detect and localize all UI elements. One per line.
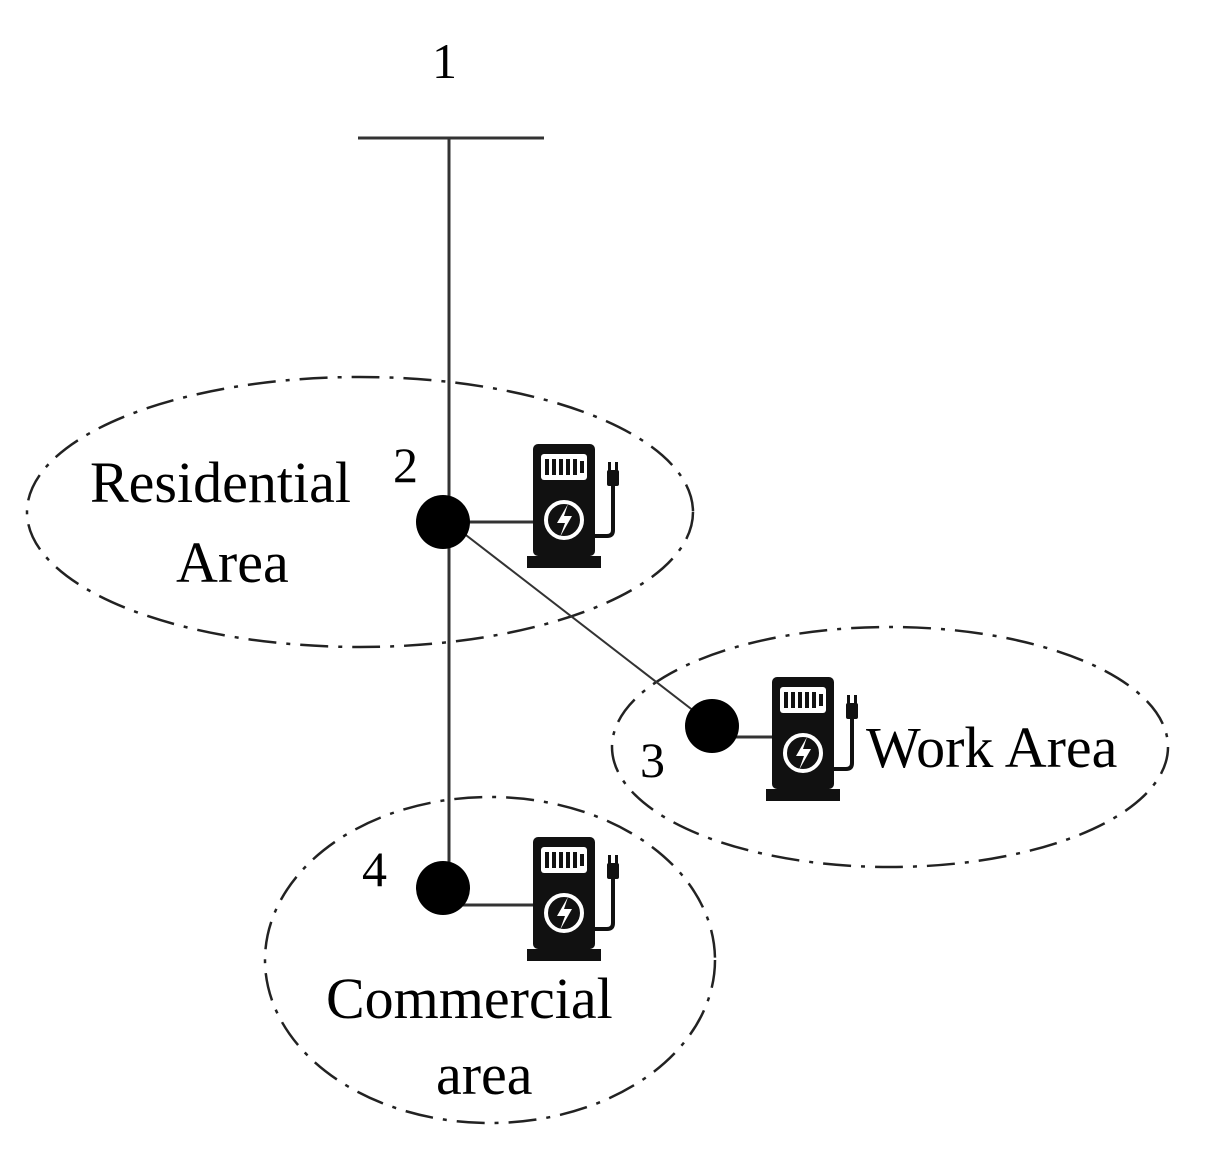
residential-area-boundary <box>25 375 695 649</box>
residential-area-label-line2: Area <box>176 530 289 595</box>
work-area-label: Work Area <box>866 715 1117 780</box>
residential-area-label-line1: Residential <box>90 450 351 515</box>
commercial-area-label-line2: area <box>436 1042 533 1107</box>
node-3 <box>685 699 739 753</box>
ev-charging-station-icon <box>764 675 860 803</box>
ev-charging-station-icon <box>525 835 621 963</box>
node-2 <box>416 495 470 549</box>
node-2-superscript-label: 2 <box>393 437 418 493</box>
commercial-area-boundary <box>263 795 717 1125</box>
node-3-label: 3 <box>640 732 665 788</box>
node-4 <box>416 861 470 915</box>
bus-1-label: 1 <box>432 33 457 89</box>
ev-charging-station-icon <box>525 442 621 570</box>
node-4-label: 4 <box>362 841 387 897</box>
commercial-area-label-line1: Commercial <box>326 966 613 1031</box>
feeder-line-2-3 <box>448 521 713 726</box>
work-area-boundary <box>610 625 1170 869</box>
